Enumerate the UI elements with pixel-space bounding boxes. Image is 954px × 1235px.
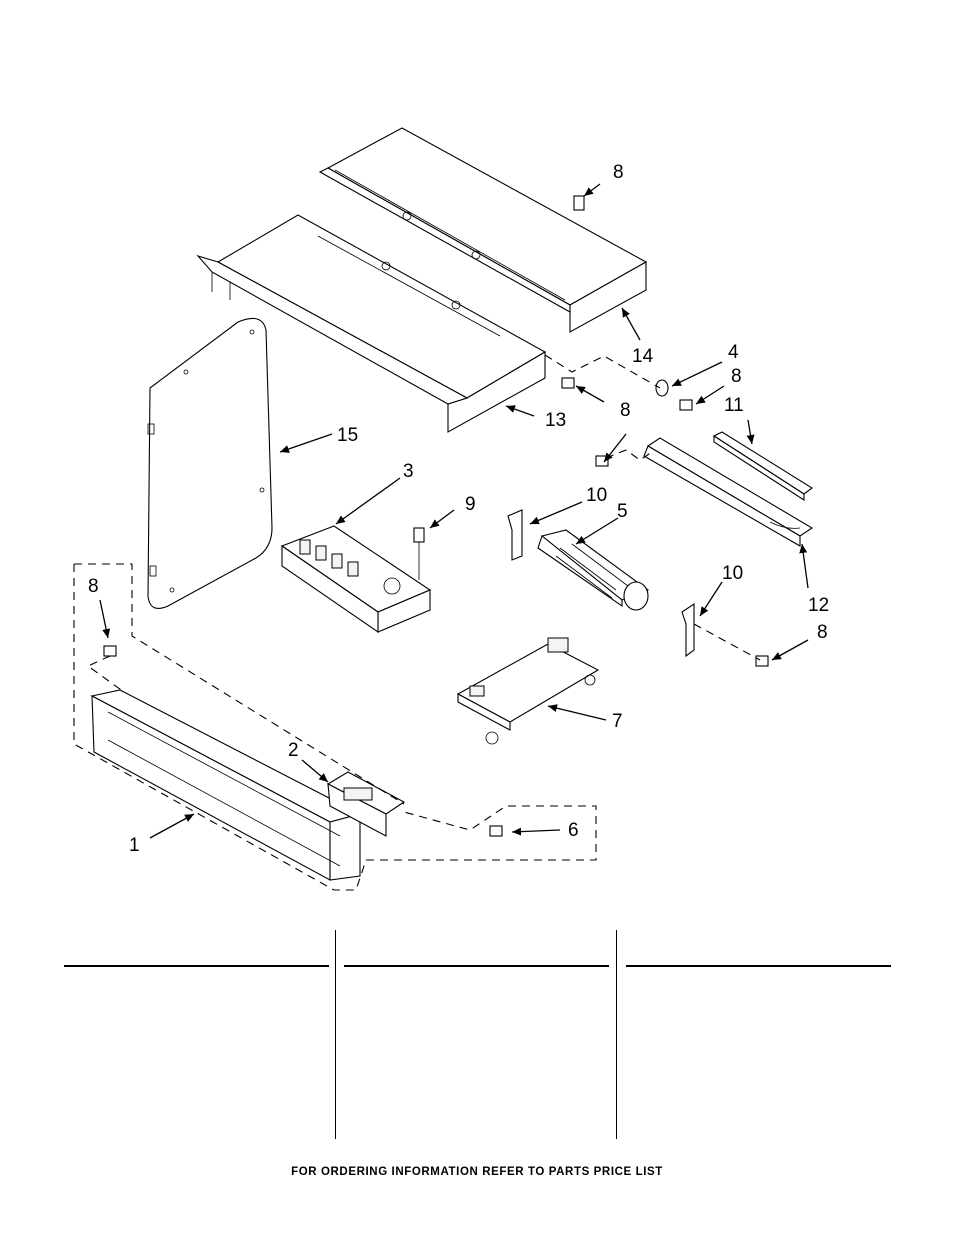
screw-parts [103,195,769,837]
callout-15: 15 [337,425,358,446]
callout-8: 8 [817,622,828,643]
part-12-bracket [643,437,814,547]
callout-2: 2 [288,740,299,761]
callout-10: 10 [722,563,743,584]
callout-10: 10 [586,485,607,506]
callout-11: 11 [724,395,744,416]
column-3-header-rule [626,965,891,967]
callout-8: 8 [620,400,631,421]
part-3-relay-board [280,525,432,634]
column-2-header-rule [344,965,609,967]
part-14-vent-cover [318,127,648,333]
ordering-info-footer: FOR ORDERING INFORMATION REFER TO PARTS … [291,1166,663,1178]
part-11-strip [712,431,813,502]
callout-8: 8 [731,366,742,387]
leader-arrows [99,183,809,839]
dashed-connection-lines [73,354,761,891]
part-9-screw [413,527,425,580]
column-divider-1 [335,930,336,1139]
callout-4: 4 [728,342,739,363]
callout-5: 5 [617,501,628,522]
part-1-control-panel [90,689,362,881]
exploded-parts-diagram: 8 14 4 8 8 11 13 15 3 9 10 5 10 8 12 8 7… [73,127,829,891]
part-5-blower [537,529,650,611]
callout-3: 3 [403,461,414,482]
callout-12: 12 [808,595,829,616]
part-15-side-panel [147,317,273,609]
callout-14: 14 [632,346,654,367]
callout-13: 13 [545,410,566,431]
part-2-touch-control [326,771,406,837]
part-7-board [456,637,600,745]
callout-9: 9 [465,494,476,515]
callout-7: 7 [612,711,623,732]
part-10-bracket-lower [681,602,695,658]
callout-8: 8 [613,162,624,183]
callout-8: 8 [88,576,99,597]
part-10-bracket-upper [507,509,523,561]
callout-6: 6 [568,820,579,841]
callout-labels: 8 14 4 8 8 11 13 15 3 9 10 5 10 8 12 8 7… [88,162,829,856]
part-13-top-panel [196,214,547,433]
callout-1: 1 [129,835,140,856]
column-1-header-rule [64,965,329,967]
column-divider-2 [616,930,617,1139]
